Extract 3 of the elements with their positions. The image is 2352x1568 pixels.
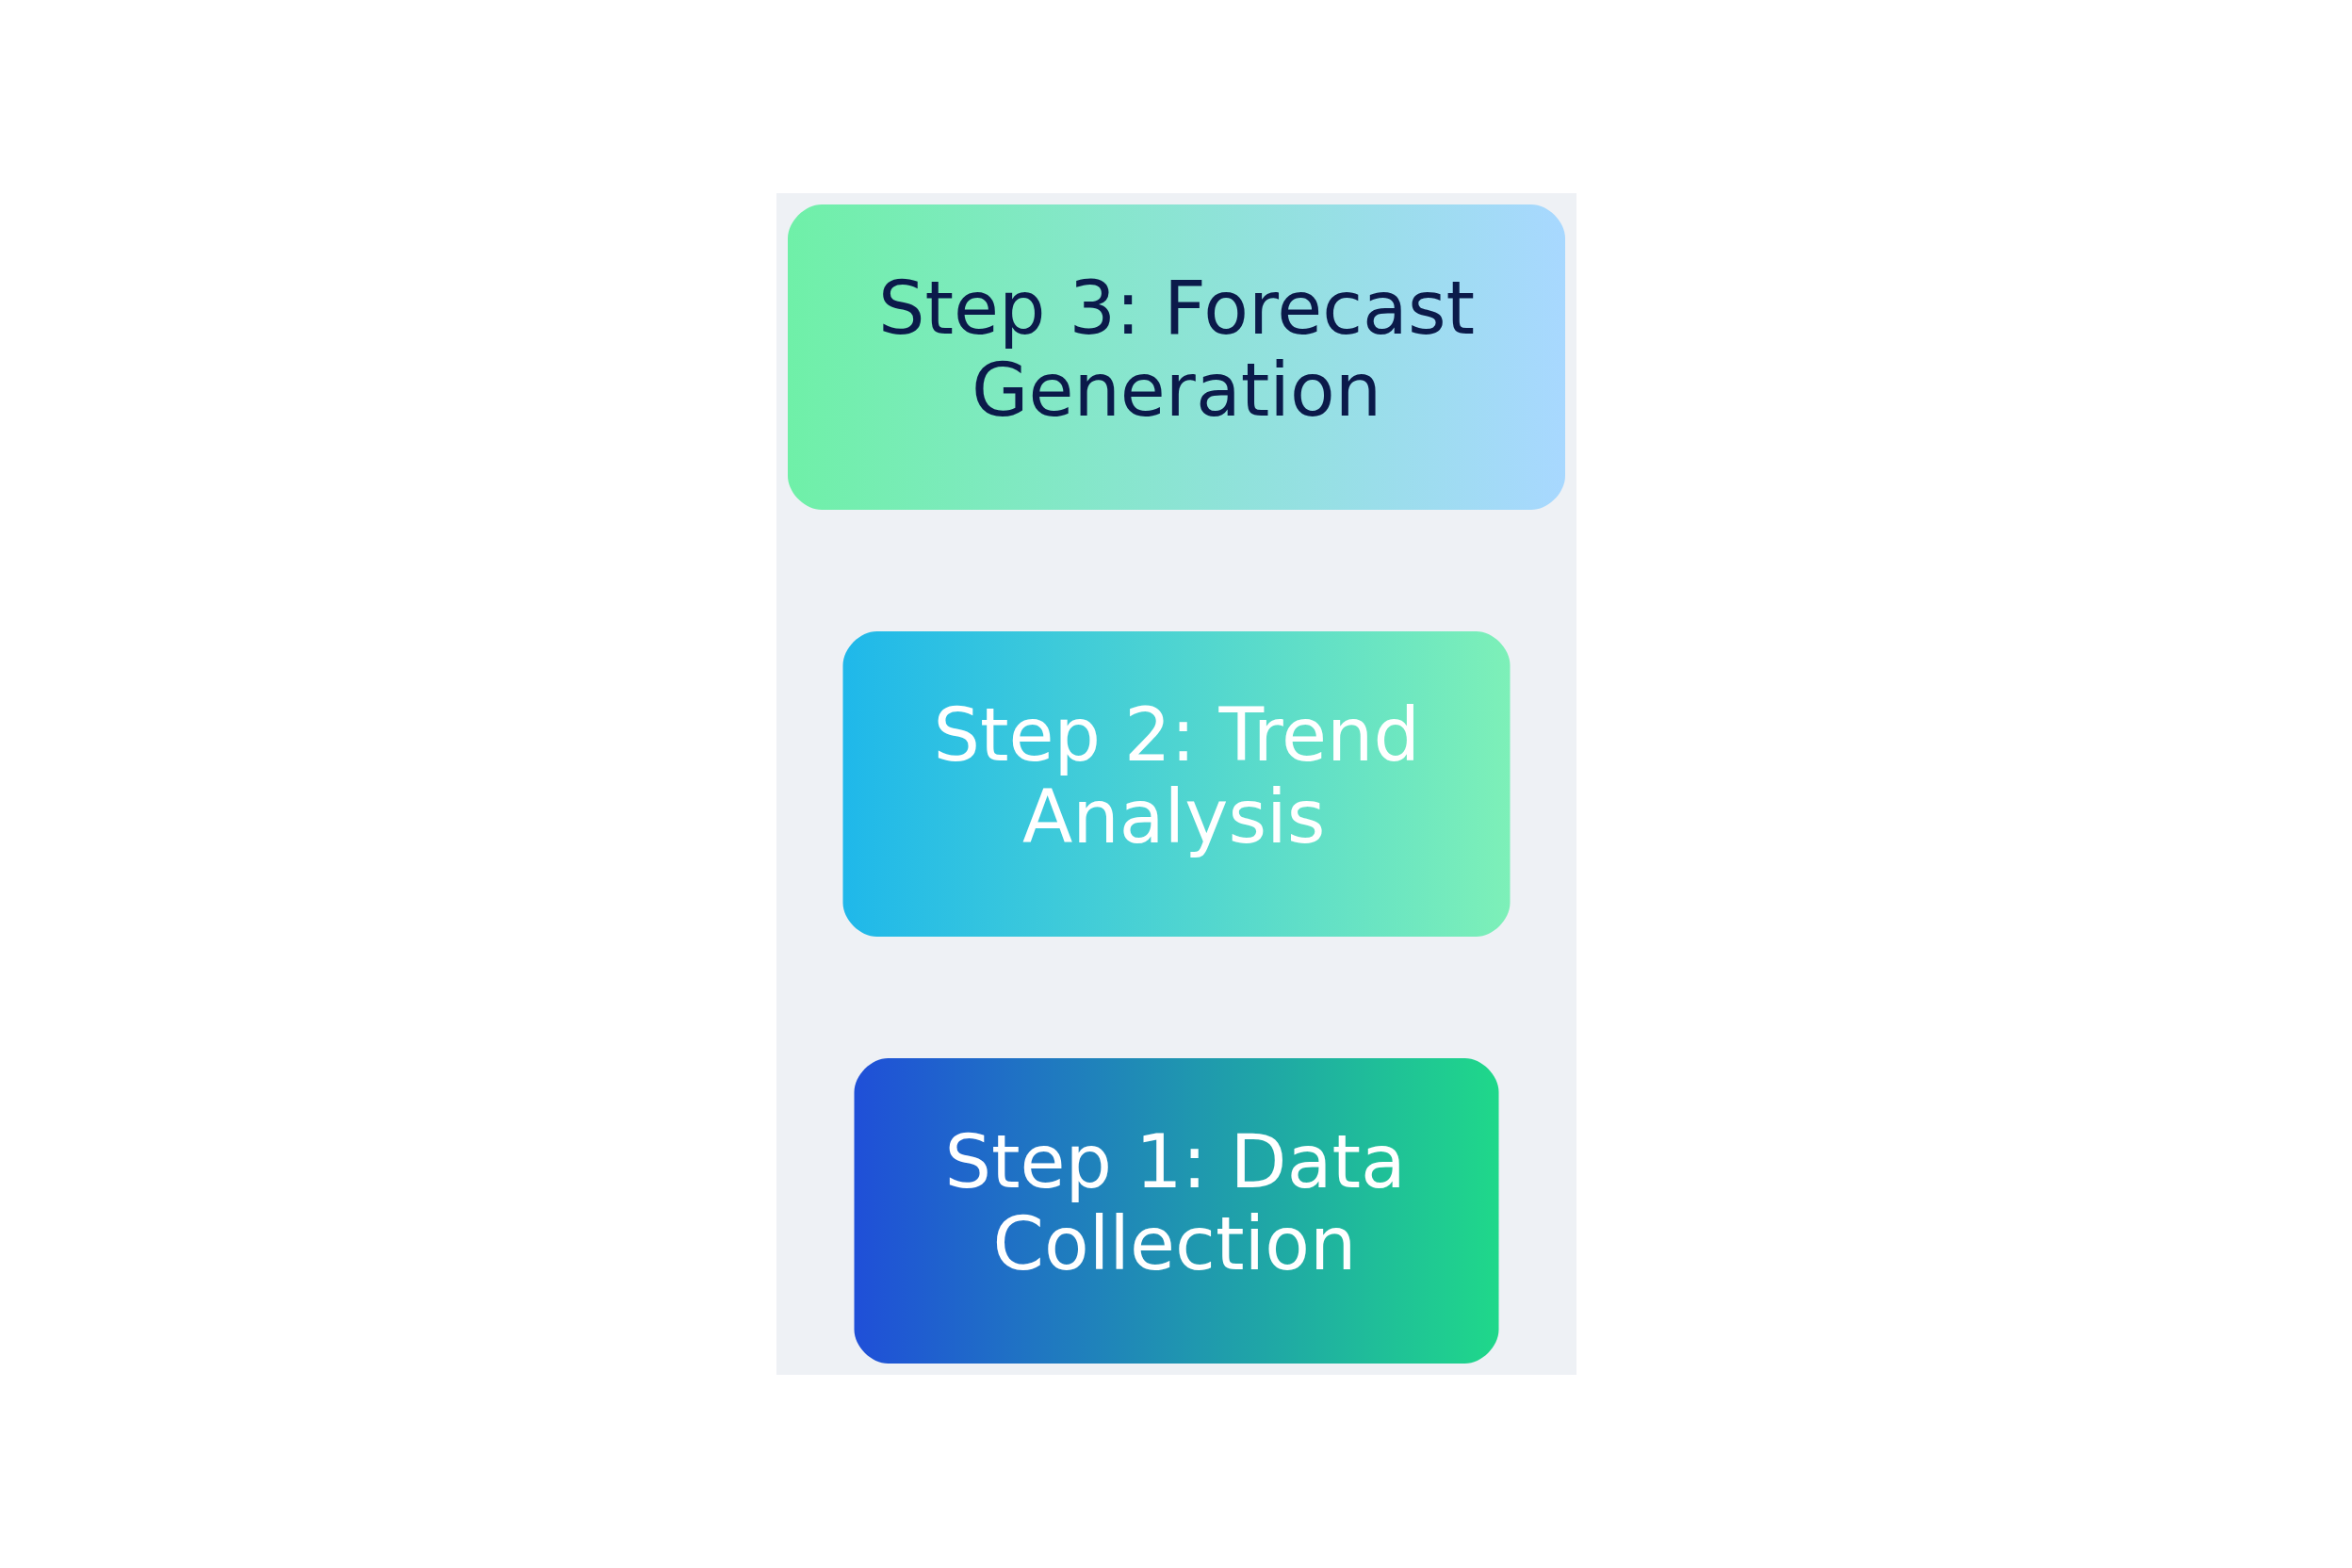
- node-box: Step 2: Trend Analysis: [842, 631, 1510, 937]
- node-box: Step 1: Data Collection: [854, 1058, 1498, 1364]
- node-box: Step 3: Forecast Generation: [787, 204, 1565, 510]
